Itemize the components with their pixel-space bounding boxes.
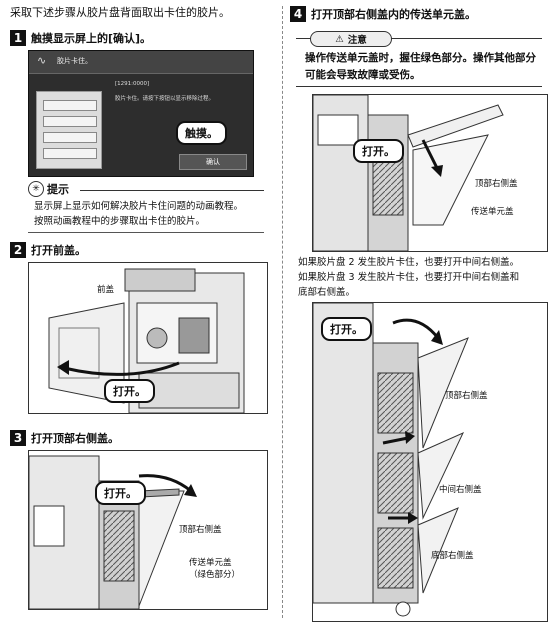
warning-icon: ⚠ — [335, 33, 344, 45]
step-2-heading: 2 打开前盖。 — [10, 242, 86, 258]
figure-open-front-cover: 前盖 打开。 — [28, 262, 268, 414]
transfer-unit-illustration — [313, 95, 504, 251]
caution-rule — [296, 38, 542, 39]
label-transfer-cover: 传送单元盖 — [189, 558, 232, 568]
note-line-3: 底部右侧盖。 — [298, 287, 356, 298]
label-middle-right-cover: 中间右侧盖 — [439, 485, 482, 495]
tip-bottom-rule — [28, 232, 264, 233]
open-callout: 打开。 — [321, 317, 372, 341]
tip-heading: ✳ 提示 — [28, 181, 69, 197]
tray-3 — [43, 132, 97, 143]
label-bottom-right-cover: 底部右侧盖 — [431, 551, 474, 561]
printer-front-illustration — [48, 268, 245, 413]
step-3-heading: 3 打开顶部右侧盖。 — [10, 430, 119, 446]
printer-side-illustration — [29, 455, 197, 609]
step-number: 4 — [290, 6, 306, 22]
caution-heading: ⚠ 注意 — [310, 31, 392, 47]
note-line-1: 如果胶片盘 2 发生胶片卡住，也要打开中间右侧盖。 — [298, 257, 520, 268]
figure-open-top-right-cover: 打开。 顶部右侧盖 传送单元盖 （绿色部分） — [28, 450, 268, 610]
tip-line-2: 按照动画教程中的步骤取出卡住的胶片。 — [34, 216, 206, 227]
tip-title: 提示 — [47, 183, 69, 196]
label-green-part: （绿色部分） — [189, 570, 241, 580]
label-front-cover: 前盖 — [97, 285, 115, 295]
open-callout: 打开。 — [353, 139, 404, 163]
caution-label: 注意 — [347, 35, 367, 46]
label-transfer-cover: 传送单元盖 — [471, 207, 514, 217]
confirm-button[interactable]: 确认 — [179, 154, 247, 170]
caution-text: 操作传送单元盖时，握住绿色部分。操作其他部分可能会导致故障或受伤。 — [305, 52, 536, 81]
step-1-heading: 1 触摸显示屏上的[确认]。 — [10, 30, 151, 46]
tray-2 — [43, 116, 97, 127]
step-number: 1 — [10, 30, 26, 46]
note-line-2: 如果胶片盘 3 发生胶片卡住，也要打开中间右侧盖和 — [298, 272, 520, 283]
step-title: 触摸显示屏上的[确认]。 — [31, 32, 152, 45]
label-top-right-cover: 顶部右侧盖 — [475, 179, 518, 189]
display-screen: ∿ 胶片卡住。 [1291:0000] 胶片卡住。请按下按钮以显示移除过程。 确… — [28, 50, 254, 177]
error-code: [1291:0000] — [115, 81, 150, 87]
printer-drawer-illustration — [36, 91, 102, 169]
tray-1 — [43, 100, 97, 111]
tip-text: 显示屏上显示如何解决胶片卡住问题的动画教程。 按照动画教程中的步骤取出卡住的胶片… — [34, 199, 272, 229]
touch-callout: 触摸。 — [176, 121, 227, 145]
printer-right-side-illustration — [313, 303, 469, 617]
label-top-right-cover: 顶部右侧盖 — [179, 525, 222, 535]
caution-bottom-rule — [296, 86, 542, 87]
screen-message: 胶片卡住。请按下按钮以显示移除过程。 — [115, 96, 215, 102]
open-callout: 打开。 — [95, 481, 146, 505]
figure-open-right-covers: 打开。 顶部右侧盖 中间右侧盖 底部右侧盖 — [312, 302, 548, 622]
column-divider — [282, 6, 283, 618]
note-text: 如果胶片盘 2 发生胶片卡住，也要打开中间右侧盖。 如果胶片盘 3 发生胶片卡住… — [298, 255, 548, 300]
tray-4 — [43, 148, 97, 159]
tip-line-1: 显示屏上显示如何解决胶片卡住问题的动画教程。 — [34, 201, 244, 212]
step-title: 打开顶部右侧盖。 — [31, 432, 119, 445]
tip-icon: ✳ — [28, 181, 44, 197]
step-title: 打开顶部右侧盖内的传送单元盖。 — [311, 8, 476, 21]
intro-text: 采取下述步骤从胶片盘背面取出卡住的胶片。 — [10, 6, 230, 19]
figure-open-transfer-cover: 打开。 顶部右侧盖 传送单元盖 — [312, 94, 548, 252]
step-title: 打开前盖。 — [31, 244, 86, 257]
step-4-heading: 4 打开顶部右侧盖内的传送单元盖。 — [290, 6, 476, 22]
open-callout: 打开。 — [104, 379, 155, 403]
screen-title: 胶片卡住。 — [57, 57, 92, 65]
step-number: 3 — [10, 430, 26, 446]
step-number: 2 — [10, 242, 26, 258]
tip-rule — [80, 190, 264, 191]
wave-icon: ∿ — [37, 54, 47, 67]
screen-header: ∿ 胶片卡住。 — [29, 51, 253, 74]
label-top-right-cover: 顶部右侧盖 — [445, 391, 488, 401]
